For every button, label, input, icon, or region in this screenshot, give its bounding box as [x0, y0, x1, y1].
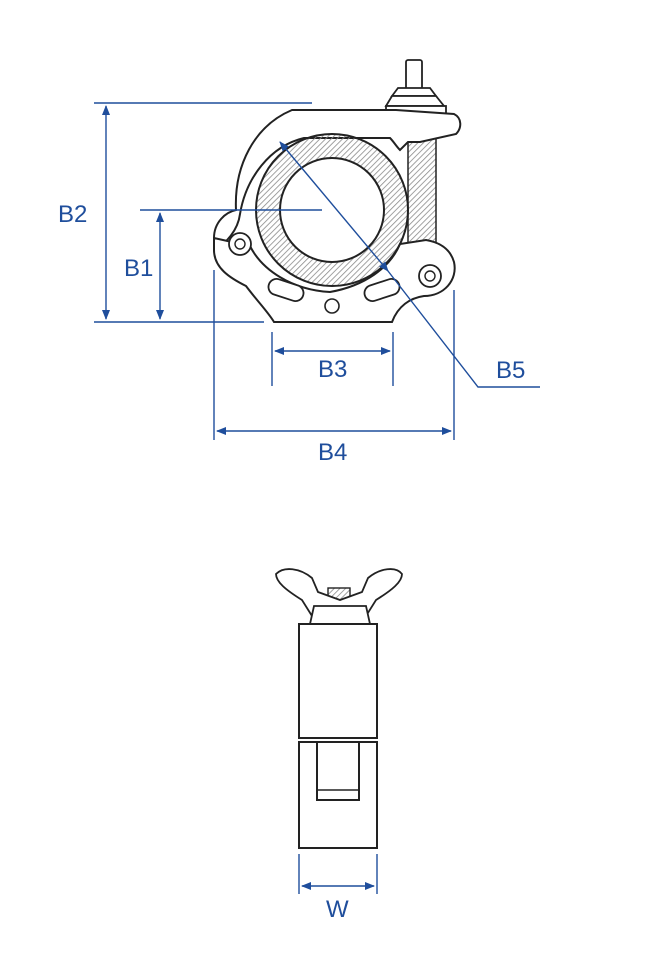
- front-lower-block: [298, 741, 378, 849]
- wing-nut-front: [275, 568, 403, 625]
- dimension-label-b1: B1: [124, 255, 153, 282]
- dimension-label-w: W: [326, 896, 349, 923]
- dimension-label-b5: B5: [496, 357, 525, 384]
- clamp-base: [213, 232, 456, 323]
- front-view-dimensions: [298, 854, 378, 894]
- dimension-label-b2: B2: [58, 201, 87, 228]
- wing-nut-side: [384, 59, 447, 117]
- side-view-dimensions: [94, 102, 540, 440]
- front-view: W: [275, 568, 403, 923]
- side-view: B2 B1 B3 B4 B5: [58, 59, 540, 466]
- dimension-label-b3: B3: [318, 356, 347, 383]
- dimension-label-b4: B4: [318, 439, 347, 466]
